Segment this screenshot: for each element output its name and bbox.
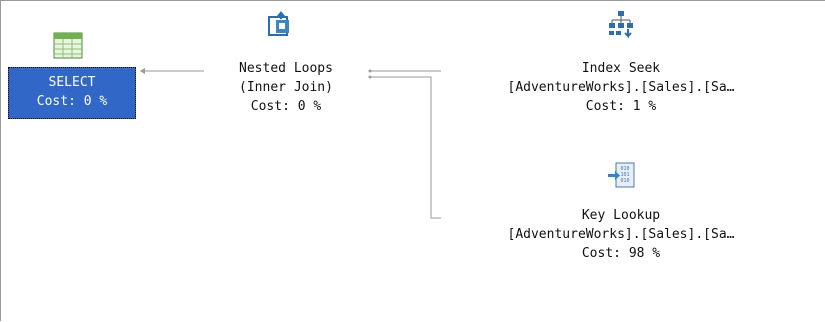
edge-key-lookup-to-nested-loops: [371, 77, 441, 218]
edge-dot-key-lookup: [369, 76, 372, 79]
edge-dot-index-seek: [369, 70, 372, 73]
edge-arrowhead-select: [140, 68, 145, 74]
